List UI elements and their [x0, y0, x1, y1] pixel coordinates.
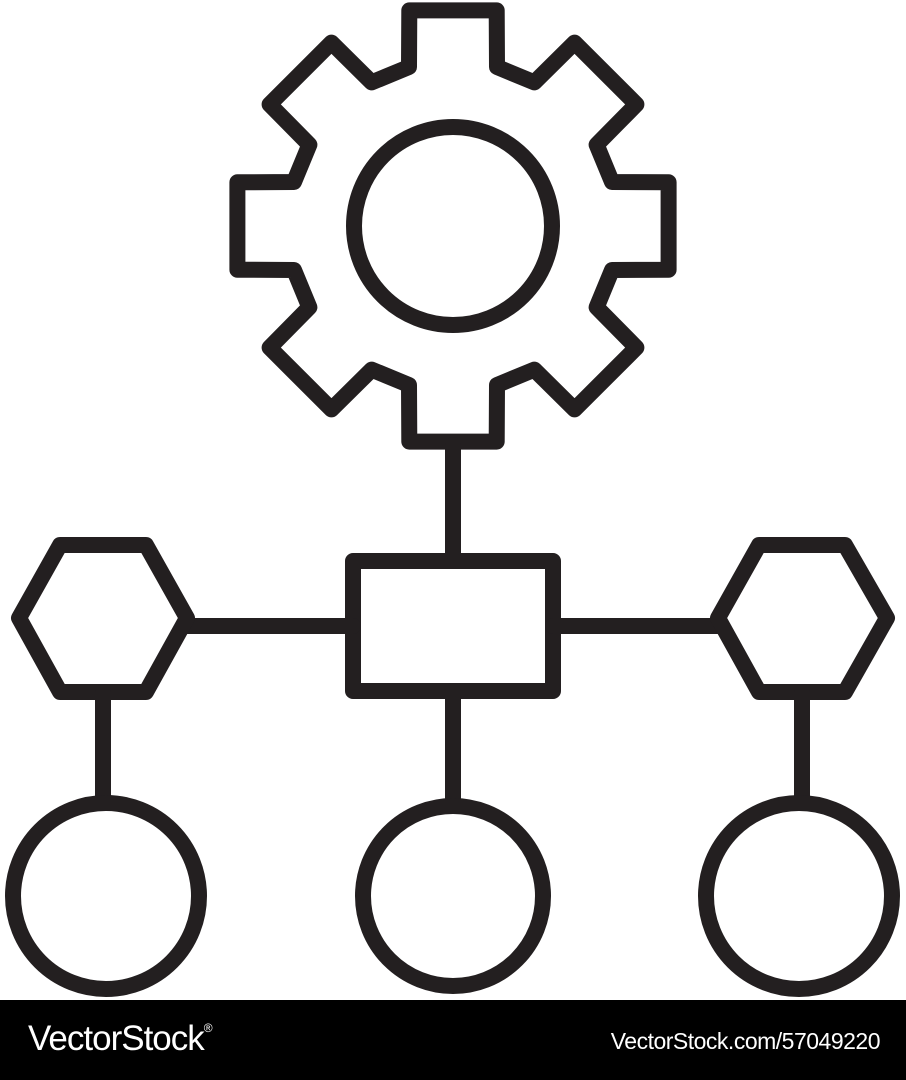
image-id-text: VectorStock.com/57049220 [610, 1028, 881, 1054]
center-leaf-circle [355, 798, 551, 994]
hierarchy-diagram [5, 2, 900, 997]
hub-rectangle [345, 553, 561, 699]
hierarchy-diagram-svg [5, 2, 900, 997]
brand-name: VectorStock [28, 1019, 205, 1058]
gear-center-circle [346, 119, 560, 333]
right-leaf-circle [698, 795, 900, 997]
gear-icon [229, 2, 677, 450]
left-leaf-circle [5, 795, 207, 997]
registered-mark: ® [203, 1021, 213, 1035]
left-hexagon [11, 537, 195, 700]
right-hexagon [710, 537, 895, 700]
vectorstock-logo: VectorStock® [28, 1019, 213, 1059]
watermark-footer: VectorStock® VectorStock.com/57049220 [0, 1000, 906, 1080]
